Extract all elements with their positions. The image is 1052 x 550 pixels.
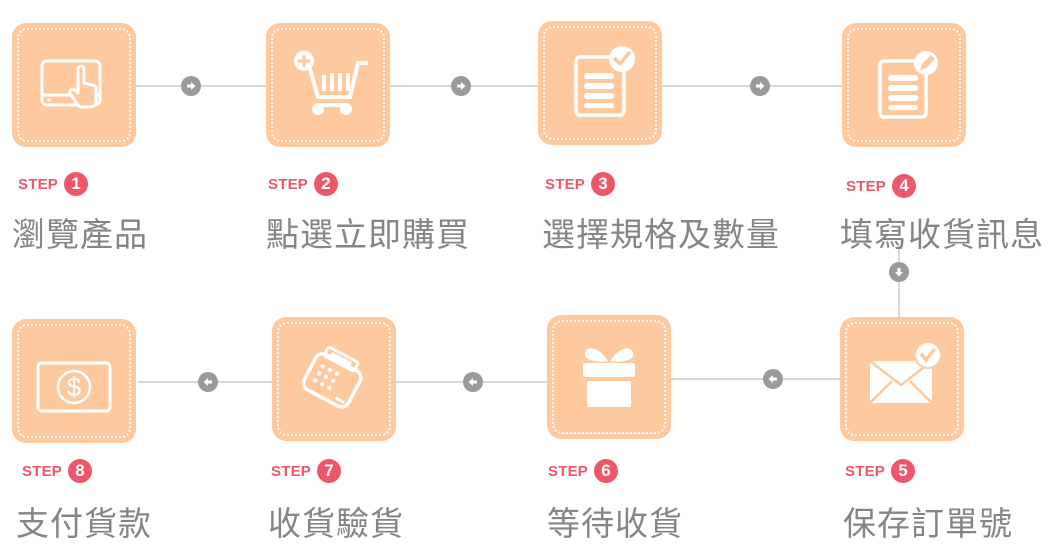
step-2-title: 點選立即購買	[266, 215, 470, 254]
arrow-left-icon	[763, 369, 783, 389]
step-7-label: STEP 7	[271, 459, 341, 483]
connector-line-5-6	[668, 378, 842, 380]
checked-document-icon	[574, 46, 635, 117]
step-number-badge: 8	[67, 459, 92, 483]
edit-document-icon	[878, 51, 938, 119]
step-word: STEP	[22, 462, 62, 480]
step-3-label: STEP 3	[545, 172, 615, 196]
step-2-label: STEP 2	[268, 172, 338, 196]
step-number-badge: 2	[313, 172, 338, 196]
arrow-right-icon	[750, 76, 770, 96]
step-7-title: 收貨驗貨	[268, 504, 404, 543]
step-number-badge: 5	[890, 459, 915, 483]
step-6-tile	[547, 315, 671, 439]
gift-box-icon	[583, 348, 635, 407]
step-word: STEP	[548, 462, 588, 480]
cash-register-icon	[301, 345, 363, 409]
step-4-title: 填寫收貨訊息	[840, 215, 1044, 254]
step-number-badge: 1	[63, 172, 88, 196]
step-6-label: STEP 6	[548, 459, 618, 483]
step-3-tile	[538, 21, 662, 145]
step-7-tile	[272, 317, 396, 441]
arrow-down-icon	[889, 262, 909, 282]
step-number-badge: 7	[316, 459, 341, 483]
add-to-cart-icon	[294, 51, 368, 115]
arrow-right-icon	[451, 76, 471, 96]
step-number-badge: 4	[891, 174, 916, 198]
step-1-title: 瀏覽產品	[12, 215, 148, 254]
step-8-tile: $	[12, 319, 136, 443]
step-2-tile	[266, 23, 390, 147]
arrow-left-icon	[463, 372, 483, 392]
step-5-label: STEP 5	[845, 459, 915, 483]
step-word: STEP	[268, 175, 308, 193]
step-number-badge: 3	[590, 172, 615, 196]
step-4-tile	[842, 23, 966, 147]
checked-envelope-icon	[869, 341, 942, 404]
svg-text:$: $	[67, 372, 82, 402]
step-5-title: 保存訂單號	[843, 504, 1013, 543]
step-word: STEP	[545, 175, 585, 193]
arrow-right-icon	[181, 76, 201, 96]
step-number-badge: 6	[593, 459, 618, 483]
step-3-title: 選擇規格及數量	[542, 215, 780, 254]
connector-line-4-5	[898, 245, 900, 320]
tablet-touch-icon	[40, 59, 102, 109]
step-word: STEP	[18, 175, 58, 193]
step-word: STEP	[845, 462, 885, 480]
step-8-label: STEP 8	[22, 459, 92, 483]
step-6-title: 等待收貨	[547, 504, 683, 543]
step-4-label: STEP 4	[846, 174, 916, 198]
dollar-bill-icon: $	[36, 361, 112, 413]
step-8-title: 支付貨款	[16, 504, 152, 543]
step-1-label: STEP 1	[18, 172, 88, 196]
arrow-left-icon	[198, 372, 218, 392]
connector-line-1-2	[136, 85, 268, 87]
step-5-tile	[840, 317, 964, 441]
step-word: STEP	[846, 177, 886, 195]
step-1-tile	[12, 23, 136, 147]
step-word: STEP	[271, 462, 311, 480]
